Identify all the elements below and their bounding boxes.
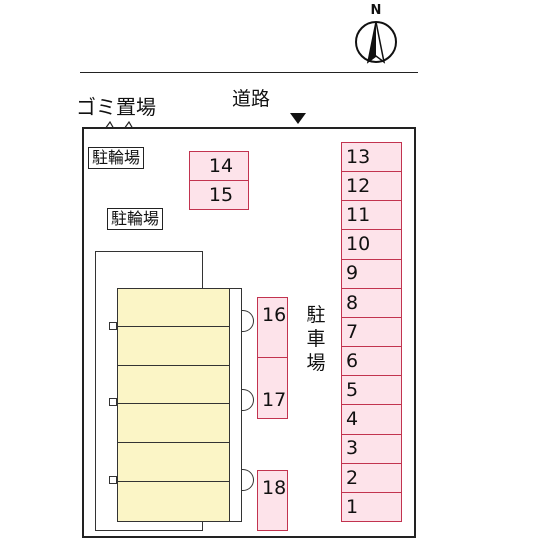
parking-slot-8: 8: [341, 287, 402, 319]
north-letter: N: [370, 3, 382, 18]
parking-label-text: 駐車場: [306, 304, 326, 374]
entrance-arrow-icon: [290, 113, 306, 124]
building-unit: [117, 288, 230, 327]
parking-slot-11: 11: [341, 200, 402, 231]
building-unit: [117, 403, 230, 443]
parking-slot-2: 2: [341, 462, 402, 494]
building-entrance-notch: [109, 476, 117, 484]
bike-parking-label-top: 駐輪場: [88, 147, 145, 169]
parking-slot-1: 1: [341, 491, 402, 523]
parking-slot-6: 6: [341, 346, 402, 377]
parking-slot-3: 3: [341, 433, 402, 465]
parking-slot-15: 15: [189, 180, 249, 210]
building-unit: [117, 365, 230, 404]
building-balcony-edge: [229, 288, 242, 522]
parking-slot-10: 10: [341, 229, 402, 261]
building-unit: [117, 326, 230, 366]
parking-slot-12: 12: [341, 171, 402, 202]
garbage-label: ゴミ置場: [76, 95, 156, 119]
bike-parking-label-middle: 駐輪場: [107, 208, 164, 230]
building-entrance-notch: [109, 322, 117, 330]
parking-slot-4: 4: [341, 404, 402, 436]
parking-slot-9: 9: [341, 258, 402, 290]
parking-slot-14: 14: [189, 151, 249, 181]
parking-slot-18: 18: [257, 470, 288, 531]
building-unit: [117, 481, 230, 522]
parking-slot-7: 7: [341, 316, 402, 348]
north-arrow-icon: [355, 21, 397, 64]
parking-slot-16: 16: [257, 297, 288, 358]
building: [109, 288, 254, 522]
north-compass: N: [352, 4, 400, 66]
building-unit: [117, 442, 230, 482]
parking-slot-5: 5: [341, 375, 402, 406]
road-label: 道路: [232, 88, 271, 110]
road-edge-line: [80, 72, 418, 73]
building-entrance-notch: [109, 398, 117, 406]
parking-label: 駐車場: [305, 304, 327, 375]
parking-slot-17: 17: [257, 357, 288, 419]
parking-slot-13: 13: [341, 142, 402, 173]
